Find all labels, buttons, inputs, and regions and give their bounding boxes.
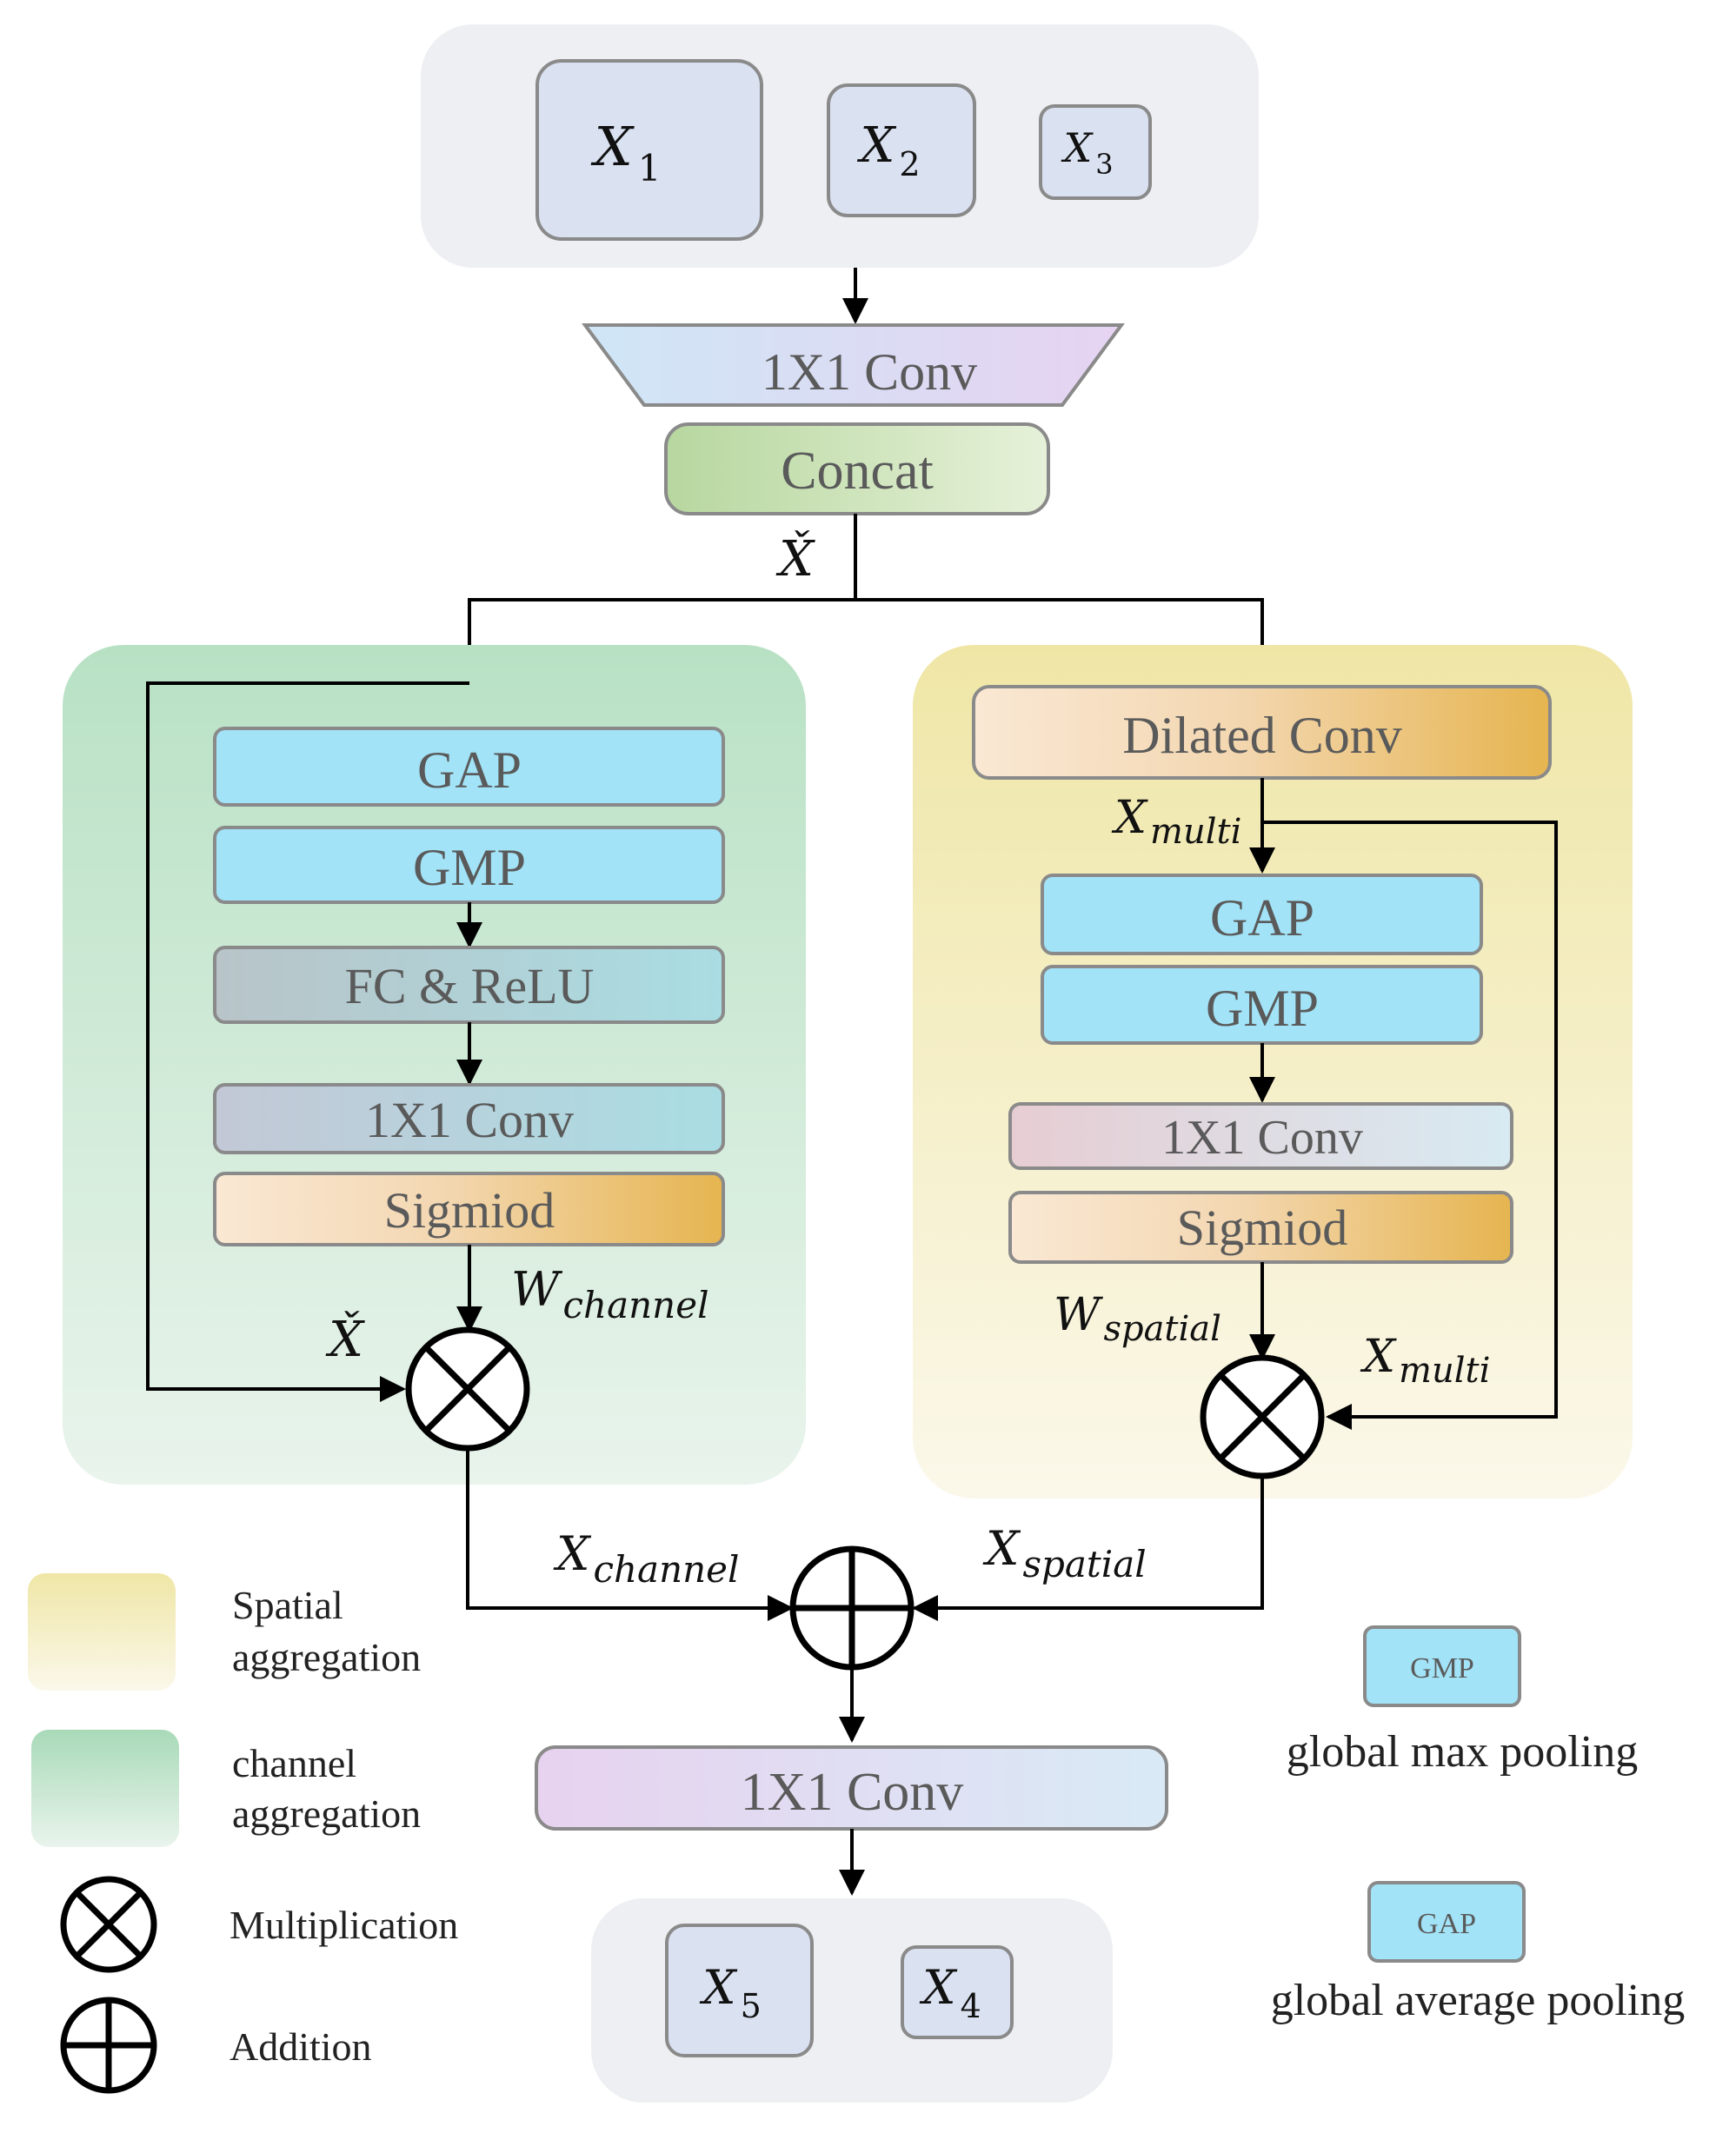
legend-gap-box	[1367, 1881, 1526, 1963]
legend-addition-label: Addition	[229, 2024, 372, 2069]
dilated-conv-label: Dilated Conv	[1122, 707, 1402, 764]
xcheck-top-label: X̌	[775, 529, 815, 588]
spatial-gmp-label: GMP	[1206, 980, 1319, 1037]
x-spatial-label: Xspatial	[982, 1521, 1147, 1585]
x5-box	[665, 1924, 814, 2057]
x3-box	[1039, 104, 1152, 200]
legend-channel-line2: aggregation	[232, 1791, 421, 1836]
spatial-multiply-node	[1200, 1354, 1325, 1479]
legend-gap-box-label: GAP	[1417, 1908, 1476, 1940]
channel-skip-line	[146, 681, 469, 1402]
w-channel-label: Wchannel	[511, 1262, 709, 1326]
legend-gmp-box-label: GMP	[1410, 1652, 1474, 1685]
legend-spatial-swatch	[28, 1573, 176, 1691]
legend-multiplication-label: Multiplication	[229, 1903, 458, 1947]
concat-label: Concat	[781, 442, 934, 501]
legend-spatial-line2: aggregation	[232, 1635, 421, 1679]
x-channel-label: Xchannel	[553, 1526, 739, 1591]
spatial-skip-line	[1262, 821, 1558, 1430]
top-conv-trapezoid	[582, 323, 1125, 407]
x4-box	[901, 1945, 1014, 2039]
legend-multiply-icon	[60, 1876, 157, 1973]
legend-gmp-desc: global max pooling	[1287, 1727, 1638, 1777]
channel-conv-label: 1X1 Conv	[365, 1092, 574, 1148]
channel-gmp-label: GMP	[413, 839, 526, 896]
spatial-panel	[913, 645, 1633, 1499]
spatial-gap-label: GAP	[1210, 889, 1314, 947]
bottom-conv-label: 1X1 Conv	[741, 1763, 964, 1822]
channel-fc-label: FC & ReLU	[345, 958, 595, 1014]
x-spatial-line	[912, 1476, 1264, 1621]
spatial-conv-label: 1X1 Conv	[1161, 1111, 1363, 1165]
top-conv-label: 1X1 Conv	[762, 343, 977, 401]
channel-sigmoid-label: Sigmiod	[384, 1182, 555, 1239]
spatial-conv-box	[1008, 1102, 1513, 1170]
channel-gap-label: GAP	[417, 741, 522, 799]
legend-gap-desc: global average pooling	[1271, 1976, 1686, 2025]
channel-gap-box	[213, 727, 725, 807]
channel-conv-box	[213, 1083, 725, 1154]
channel-xcheck-label: X̌	[325, 1310, 365, 1368]
channel-multiply-node	[405, 1326, 530, 1452]
addition-node	[789, 1545, 915, 1671]
x2-box	[827, 83, 976, 217]
x-channel-line	[466, 1448, 794, 1621]
legend-channel-line1: channel	[232, 1741, 356, 1785]
legend-gmp-box	[1363, 1625, 1521, 1707]
legend-spatial-line1: Spatial	[232, 1583, 343, 1627]
spatial-sigmoid-label: Sigmiod	[1177, 1200, 1348, 1256]
spatial-gap-box	[1041, 874, 1483, 955]
x1-box	[535, 59, 763, 241]
legend-channel-swatch	[31, 1730, 179, 1847]
legend-add-icon	[60, 1997, 157, 2094]
